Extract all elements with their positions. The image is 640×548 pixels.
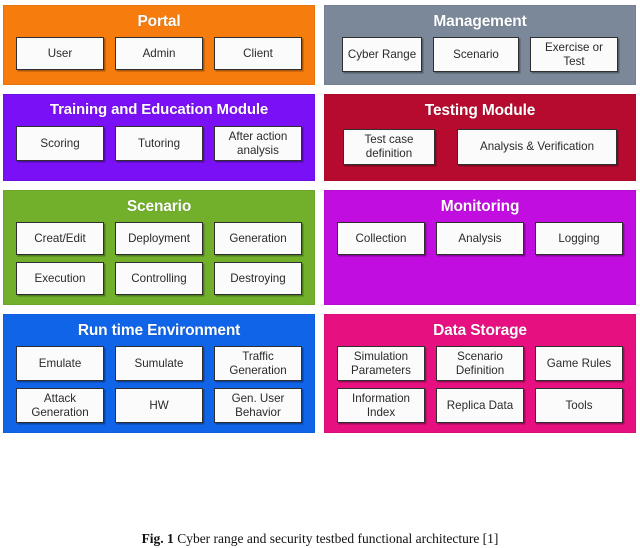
module-title-scenario: Scenario <box>126 197 192 215</box>
module-run-time-environment: Run time Environment Emulate Sumulate Tr… <box>3 314 315 434</box>
module-monitoring-row-1: Collection Analysis Logging <box>334 222 626 256</box>
module-management: Management Cyber Range Scenario Exercise… <box>324 5 636 86</box>
module-grid: Portal User Admin Client Management Cybe… <box>3 5 637 434</box>
module-scenario-row-2: Execution Controlling Destroying <box>13 262 305 296</box>
module-testing: Testing Module Test case definition Anal… <box>324 94 636 181</box>
module-training-row-1: Scoring Tutoring After action analysis <box>13 126 305 162</box>
module-portal: Portal User Admin Client <box>3 5 315 86</box>
module-data-storage-row-1: Simulation Parameters Scenario Definitio… <box>334 346 626 382</box>
module-rte-row-2: Attack Generation HW Gen. User Behavior <box>13 388 305 424</box>
module-monitoring-item-collection[interactable]: Collection <box>337 222 425 256</box>
module-training-item-tutoring[interactable]: Tutoring <box>115 126 203 162</box>
module-scenario-item-creat-edit[interactable]: Creat/Edit <box>16 222 104 256</box>
module-data-storage-item-replica-data[interactable]: Replica Data <box>436 388 524 424</box>
module-testing-item-analysis-and-verification[interactable]: Analysis & Verification <box>457 128 617 165</box>
module-testing-item-test-case-definition[interactable]: Test case definition <box>343 128 435 165</box>
module-title-data-storage: Data Storage <box>433 322 527 340</box>
module-rte-item-sumulate[interactable]: Sumulate <box>115 346 203 382</box>
module-data-storage-item-simulation-parameters[interactable]: Simulation Parameters <box>337 346 425 382</box>
module-data-storage-row-2: Information Index Replica Data Tools <box>334 388 626 424</box>
module-scenario-item-destroying[interactable]: Destroying <box>214 262 302 296</box>
module-scenario: Scenario Creat/Edit Deployment Generatio… <box>3 189 315 306</box>
module-portal-item-client[interactable]: Client <box>214 37 302 71</box>
module-training-item-after-action-analysis[interactable]: After action analysis <box>214 126 302 162</box>
module-title-testing: Testing Module <box>424 102 536 120</box>
module-management-item-exercise-or-test[interactable]: Exercise or Test <box>530 37 618 73</box>
module-rte-item-attack-generation[interactable]: Attack Generation <box>16 388 104 424</box>
module-portal-item-user[interactable]: User <box>16 37 104 71</box>
figure-caption: Fig. 1 Cyber range and security testbed … <box>0 531 640 548</box>
module-title-monitoring: Monitoring <box>440 197 520 215</box>
module-management-row-1: Cyber Range Scenario Exercise or Test <box>334 37 626 73</box>
module-scenario-row-1: Creat/Edit Deployment Generation <box>13 222 305 256</box>
module-title-run-time-environment: Run time Environment <box>77 322 241 340</box>
module-management-item-cyber-range[interactable]: Cyber Range <box>342 37 422 73</box>
module-management-item-scenario[interactable]: Scenario <box>433 37 519 73</box>
module-title-training-and-education: Training and Education Module <box>49 101 269 119</box>
module-data-storage-item-information-index[interactable]: Information Index <box>337 388 425 424</box>
module-scenario-item-generation[interactable]: Generation <box>214 222 302 256</box>
module-data-storage-item-tools[interactable]: Tools <box>535 388 623 424</box>
module-rte-row-1: Emulate Sumulate Traffic Generation <box>13 346 305 382</box>
module-scenario-item-controlling[interactable]: Controlling <box>115 262 203 296</box>
module-rte-item-emulate[interactable]: Emulate <box>16 346 104 382</box>
module-rte-item-traffic-generation[interactable]: Traffic Generation <box>214 346 302 382</box>
module-training-item-scoring[interactable]: Scoring <box>16 126 104 162</box>
module-data-storage-item-game-rules[interactable]: Game Rules <box>535 346 623 382</box>
module-rte-item-hw[interactable]: HW <box>115 388 203 424</box>
module-title-management: Management <box>433 13 527 30</box>
module-data-storage-item-scenario-definition[interactable]: Scenario Definition <box>436 346 524 382</box>
module-title-portal: Portal <box>137 13 181 30</box>
module-training-and-education: Training and Education Module Scoring Tu… <box>3 94 315 181</box>
figure-caption-label: Fig. 1 <box>141 531 174 546</box>
module-testing-row-1: Test case definition Analysis & Verifica… <box>334 128 626 165</box>
module-portal-item-admin[interactable]: Admin <box>115 37 203 71</box>
module-monitoring-item-analysis[interactable]: Analysis <box>436 222 524 256</box>
module-portal-row-1: User Admin Client <box>13 37 305 71</box>
module-monitoring: Monitoring Collection Analysis Logging <box>324 189 636 306</box>
module-data-storage: Data Storage Simulation Parameters Scena… <box>324 314 636 434</box>
module-scenario-item-execution[interactable]: Execution <box>16 262 104 296</box>
module-scenario-item-deployment[interactable]: Deployment <box>115 222 203 256</box>
module-rte-item-gen-user-behavior[interactable]: Gen. User Behavior <box>214 388 302 424</box>
figure-caption-text: Cyber range and security testbed functio… <box>177 531 499 546</box>
module-monitoring-item-logging[interactable]: Logging <box>535 222 623 256</box>
